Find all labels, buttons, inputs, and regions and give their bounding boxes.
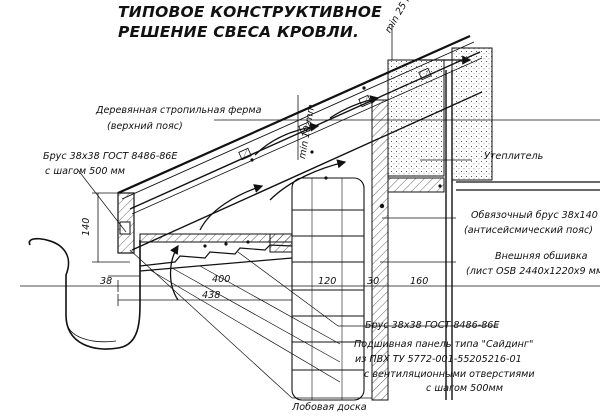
label-soffit-2: из ПВХ ТУ 5772-001-55205216-01: [355, 354, 522, 365]
wall-frame: [371, 70, 600, 401]
dim-120: 120: [318, 276, 337, 287]
dim-30: 30: [367, 276, 380, 287]
fasteners: [203, 86, 442, 248]
label-insulation: Утеплитель: [484, 151, 544, 162]
dim-140: 140: [81, 217, 92, 236]
airflow-arrows: [169, 55, 472, 301]
label-soffit-4: с шагом 500мм: [426, 383, 503, 394]
drawing-title-line-2: РЕШЕНИЕ СВЕСА КРОВЛИ.: [118, 23, 360, 41]
label-soffit-3: с вентиляционными отверстиями: [364, 369, 535, 380]
dim-400: 400: [212, 274, 231, 285]
label-sheathing-sub: (лист OSB 2440х1220х9 мм): [466, 266, 600, 277]
log-wall: [291, 177, 365, 401]
drawing-title-line-1: ТИПОВОЕ КОНСТРУКТИВНОЕ: [118, 3, 382, 21]
insulation-block: [387, 59, 445, 177]
dimension-lines: [20, 24, 600, 306]
label-rafter-truss: Деревянная стропильная ферма: [96, 105, 262, 116]
insulation-block-right: [451, 47, 493, 181]
label-bar-top-step: с шагом 500 мм: [45, 166, 126, 177]
label-soffit-1: Подшивная панель типа "Сайдинг": [354, 339, 534, 350]
label-bar-top: Брус 38х38 ГОСТ 8486-86Е: [43, 151, 178, 162]
soffit-panel: [139, 233, 293, 272]
label-sheathing: Внешняя обшивка: [495, 251, 588, 262]
gutter: [28, 237, 141, 350]
label-tie-bar-sub: (антисейсмический пояс): [464, 225, 593, 236]
label-fascia: Лобовая доска: [292, 402, 367, 413]
dim-438: 438: [202, 290, 221, 301]
leader-lines: [77, 119, 600, 399]
label-tie-bar: Обвязочный брус 38х140: [471, 210, 598, 221]
eave-bar: [119, 221, 131, 235]
label-bar-bottom: Брус 38х38 ГОСТ 8486-86Е: [365, 320, 500, 331]
dim-38: 38: [100, 276, 113, 287]
label-rafter-truss-sub: (верхний пояс): [107, 121, 183, 132]
dim-160: 160: [410, 276, 429, 287]
